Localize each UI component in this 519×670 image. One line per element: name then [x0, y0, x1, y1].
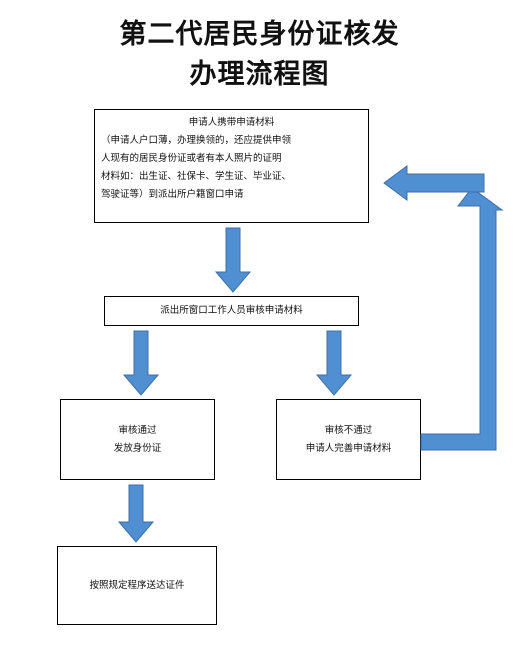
- rejected-label-2: 申请人完善申请材料: [305, 442, 392, 454]
- arrow-review-to-rejected: [315, 330, 353, 396]
- apply-line-4: 材料如：出生证、社保卡、学生证、毕业证、: [101, 171, 292, 182]
- arrow-feedback-head: [383, 165, 485, 201]
- rejected-label-1: 审核不通过: [324, 424, 373, 436]
- apply-line-2: （申请人户口薄，办理换领的，还应提供申领: [101, 135, 292, 146]
- arrow-approved-to-delivery: [117, 484, 155, 543]
- apply-line-1: 申请人携带申请材料: [188, 117, 275, 128]
- apply-step-box: 申请人携带申请材料 （申请人户口薄，办理换领的，还应提供申领 人现有的居民身份证…: [94, 109, 369, 223]
- approved-label-1: 审核通过: [118, 424, 157, 436]
- rejected-step-box: 审核不通过 申请人完善申请材料: [276, 399, 421, 480]
- apply-line-3: 人现有的居民身份证或者有本人照片的证明: [101, 153, 282, 164]
- arrow-apply-to-review: [214, 227, 252, 293]
- page-subtitle: 办理流程图: [189, 59, 330, 90]
- delivery-step-box: 按照规定程序送达证件: [57, 546, 217, 625]
- apply-line-5: 驾驶证等）到派出所户籍窗口申请: [101, 189, 244, 200]
- arrow-rejected-back-to-apply: [420, 187, 504, 451]
- arrow-review-to-approved: [122, 330, 160, 396]
- review-label: 派出所窗口工作人员审核申请材料: [160, 305, 303, 316]
- review-step-box: 派出所窗口工作人员审核申请材料: [104, 296, 359, 326]
- delivery-label: 按照规定程序送达证件: [89, 579, 185, 591]
- approved-step-box: 审核通过 发放身份证: [60, 399, 215, 480]
- approved-label-2: 发放身份证: [113, 442, 162, 454]
- page-title: 第二代居民身份证核发: [119, 19, 400, 50]
